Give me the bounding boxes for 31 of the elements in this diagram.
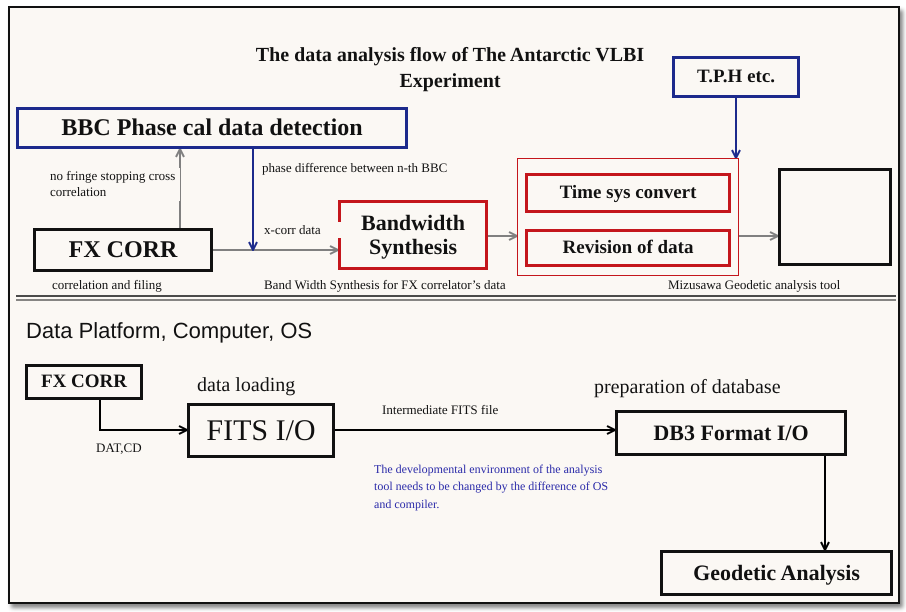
- arrow: [175, 148, 185, 228]
- edge-label: no fringe stopping cross correlation: [50, 168, 180, 200]
- section-heading: Data Platform, Computer, OS: [26, 318, 312, 344]
- arrow: [248, 149, 258, 251]
- process-box: Bandwidth Synthesis: [338, 200, 488, 270]
- arrow: [213, 245, 339, 255]
- arrow: [739, 231, 779, 241]
- process-box: FX CORR: [25, 364, 143, 400]
- arrow: [335, 425, 616, 435]
- group-box: [517, 158, 739, 276]
- box-heading: data loading: [197, 374, 296, 397]
- empty-box: [778, 168, 892, 266]
- process-box: Time sys convert: [525, 173, 731, 213]
- node-caption: Band Width Synthesis for FX correlator’s data: [264, 277, 506, 293]
- process-box: Geodetic Analysis: [660, 550, 893, 596]
- note-text: The developmental environment of the analysis tool needs to be changed by the difference of OS and compiler.: [374, 461, 610, 513]
- arrow: [488, 231, 518, 241]
- arrow: [820, 456, 830, 551]
- process-box: BBC Phase cal data detection: [16, 107, 408, 149]
- process-box: FX CORR: [33, 228, 213, 272]
- node-caption: correlation and filing: [52, 277, 162, 293]
- edge-label: x-corr data: [264, 222, 344, 238]
- process-box: FITS I/O: [187, 403, 335, 458]
- process-box: T.P.H etc.: [672, 56, 800, 98]
- arrow: [99, 400, 188, 435]
- process-box: Revision of data: [525, 229, 731, 267]
- diagram-title: The data analysis flow of The Antarctic VLBI Experiment: [254, 43, 646, 94]
- box-heading: preparation of database: [594, 376, 781, 399]
- arrow: [731, 98, 741, 159]
- node-caption: Mizusawa Geodetic analysis tool: [668, 277, 840, 293]
- process-box: DB3 Format I/O: [615, 410, 847, 456]
